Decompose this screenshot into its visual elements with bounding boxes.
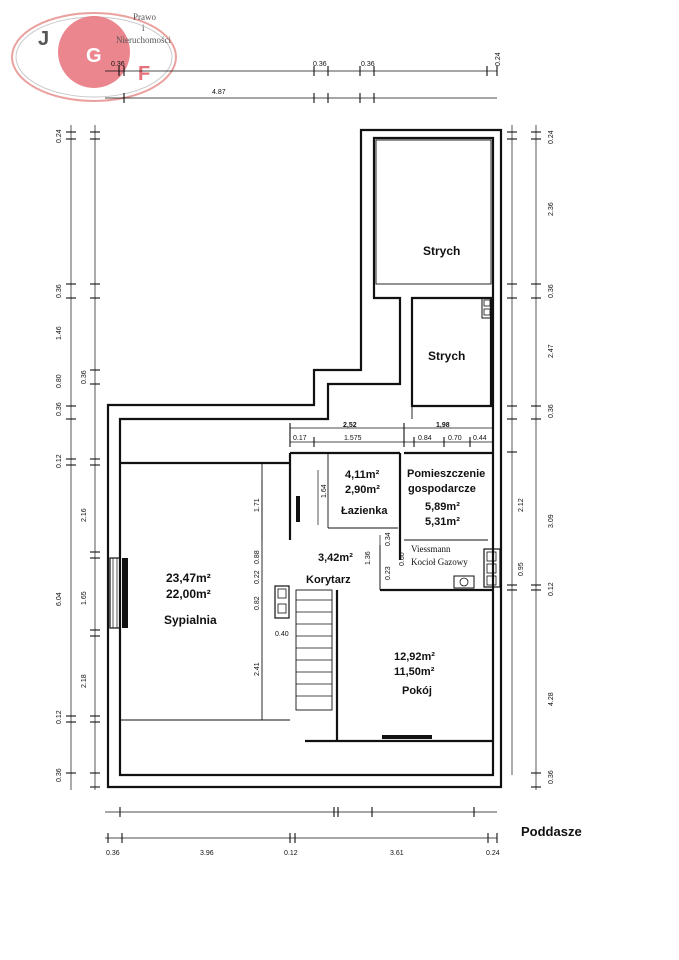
boiler-label-1: Viessmann	[411, 544, 451, 554]
dim-bottom-4: 3.61	[390, 850, 404, 857]
dim-top-span: 4.87	[212, 89, 226, 96]
dim-inner-044: 0.44	[473, 435, 487, 442]
logo-text-line1: Prawo	[133, 12, 156, 22]
room-name-pomieszczenie-2: gospodarcze	[408, 483, 476, 495]
dim-left-1: 0.24	[56, 129, 63, 143]
dim-right-8: 0.95	[518, 562, 525, 576]
room-name-lazienka: Łazienka	[341, 505, 388, 517]
dim-top-4: 0.24	[495, 52, 502, 66]
dim-left-4: 0.36	[81, 370, 88, 384]
dim-bottom-1: 0.36	[106, 850, 120, 857]
company-logo: J G F Prawo i Nieruchomości	[11, 12, 177, 102]
dim-inner-164: 1.64	[321, 484, 328, 498]
room-name-korytarz: Korytarz	[306, 574, 351, 586]
dim-inner-060: 0.60	[399, 552, 406, 566]
dim-inner-084: 0.84	[418, 435, 432, 442]
dim-left-10: 1.65	[81, 591, 88, 605]
dim-inner-022: 0.22	[254, 570, 261, 584]
room-name-pokoj: Pokój	[402, 685, 432, 697]
attic-top-room	[375, 139, 492, 285]
dim-left-7: 0.12	[56, 454, 63, 468]
logo-letter-f: F	[138, 63, 150, 85]
sypialnia-area-1: 23,47m²	[166, 571, 211, 585]
sypialnia-area-2: 22,00m²	[166, 587, 211, 601]
pomieszczenie-area-1: 5,89m²	[425, 501, 460, 513]
pokoj-area-1: 12,92m²	[394, 651, 435, 663]
dim-left-6: 0.36	[56, 402, 63, 416]
pomieszczenie-area-2: 5,31m²	[425, 516, 460, 528]
room-name-strych-bottom: Strych	[428, 349, 465, 363]
dim-right-5: 0.36	[548, 404, 555, 418]
dim-left-3: 1.46	[56, 326, 63, 340]
logo-text-line2: i	[142, 23, 145, 33]
dim-right-7: 3.09	[548, 514, 555, 528]
logo-letter-g: G	[86, 45, 102, 67]
lazienka-area-2: 2,90m²	[345, 484, 380, 496]
dim-left-8: 2.16	[81, 508, 88, 522]
dim-right-4: 2.47	[548, 344, 555, 358]
plan-title: Poddasze	[521, 824, 582, 839]
dim-left-11: 2.18	[81, 674, 88, 688]
room-name-sypialnia: Sypialnia	[164, 613, 217, 627]
dim-right-11: 0.36	[548, 770, 555, 784]
window-symbols	[109, 496, 432, 739]
dim-inner-198: 1,98	[436, 422, 450, 429]
top-dimensions: 0.36 0.36 0.36 0.24 4.87	[105, 52, 502, 103]
dim-left-12: 0.12	[56, 710, 63, 724]
dim-inner-252: 2,52	[343, 422, 357, 429]
interior-walls	[120, 423, 493, 743]
dim-inner-1575: 1.575	[344, 435, 362, 442]
dim-right-3: 0.36	[548, 284, 555, 298]
dim-inner-023: 0.23	[385, 566, 392, 580]
bottom-dimensions: 0.36 3.96 0.12 3.61 0.24	[105, 807, 500, 857]
boiler-label-2: Kocioł Gazowy	[411, 557, 468, 567]
dim-inner-017: 0.17	[293, 435, 307, 442]
dim-right-10: 4.28	[548, 692, 555, 706]
vent-boxes	[274, 297, 501, 619]
dim-left-9: 6.04	[56, 592, 63, 606]
pokoj-area-2: 11,50m²	[394, 666, 435, 678]
dim-right-2: 2.36	[548, 202, 555, 216]
dim-left-5: 0.80	[56, 374, 63, 388]
outer-walls	[106, 128, 503, 789]
room-labels: Strych Strych 4,11m² 2,90m² Łazienka Pom…	[164, 244, 485, 697]
dim-bottom-2: 3.96	[200, 850, 214, 857]
logo-letter-j: J	[38, 28, 49, 50]
dim-inner-171: 1.71	[254, 498, 261, 512]
dim-top-2: 0.36	[313, 61, 327, 68]
logo-circle	[58, 16, 130, 88]
attic-bottom-room	[410, 296, 493, 419]
dim-inner-136: 1.36	[365, 551, 372, 565]
dim-inner-034: 0.34	[385, 532, 392, 546]
dim-top-3: 0.36	[361, 61, 375, 68]
dim-bottom-5: 0.24	[486, 850, 500, 857]
dim-left-13: 0.36	[56, 768, 63, 782]
korytarz-area: 3,42m²	[318, 552, 353, 564]
left-dimensions: 0.24 0.36 1.46 0.36 0.80 0.36 0.12 2.16 …	[56, 125, 100, 790]
dim-right-6: 2.12	[518, 498, 525, 512]
lazienka-area-1: 4,11m²	[345, 469, 380, 481]
dim-inner-070: 0.70	[448, 435, 462, 442]
dim-inner-088: 0.88	[254, 550, 261, 564]
dim-right-1: 0.24	[548, 130, 555, 144]
dim-inner-082: 0.82	[254, 596, 261, 610]
dim-top-1: 0.36	[111, 61, 125, 68]
inner-dimensions: 2,52 1,98 0.17 1.575 0.84 0.70 0.44 1.71…	[254, 422, 487, 676]
dim-inner-241: 2.41	[254, 662, 261, 676]
room-name-strych-top: Strych	[423, 244, 460, 258]
logo-text-line3: Nieruchomości	[116, 35, 171, 45]
dim-right-9: 0.12	[548, 582, 555, 596]
dim-bottom-3: 0.12	[284, 850, 298, 857]
right-dimensions: 0.24 2.36 0.36 2.47 0.36 2.12 3.09 0.95 …	[507, 125, 555, 790]
dim-left-2: 0.36	[56, 284, 63, 298]
room-name-pomieszczenie-1: Pomieszczenie	[407, 468, 485, 480]
dim-inner-040: 0.40	[275, 631, 289, 638]
